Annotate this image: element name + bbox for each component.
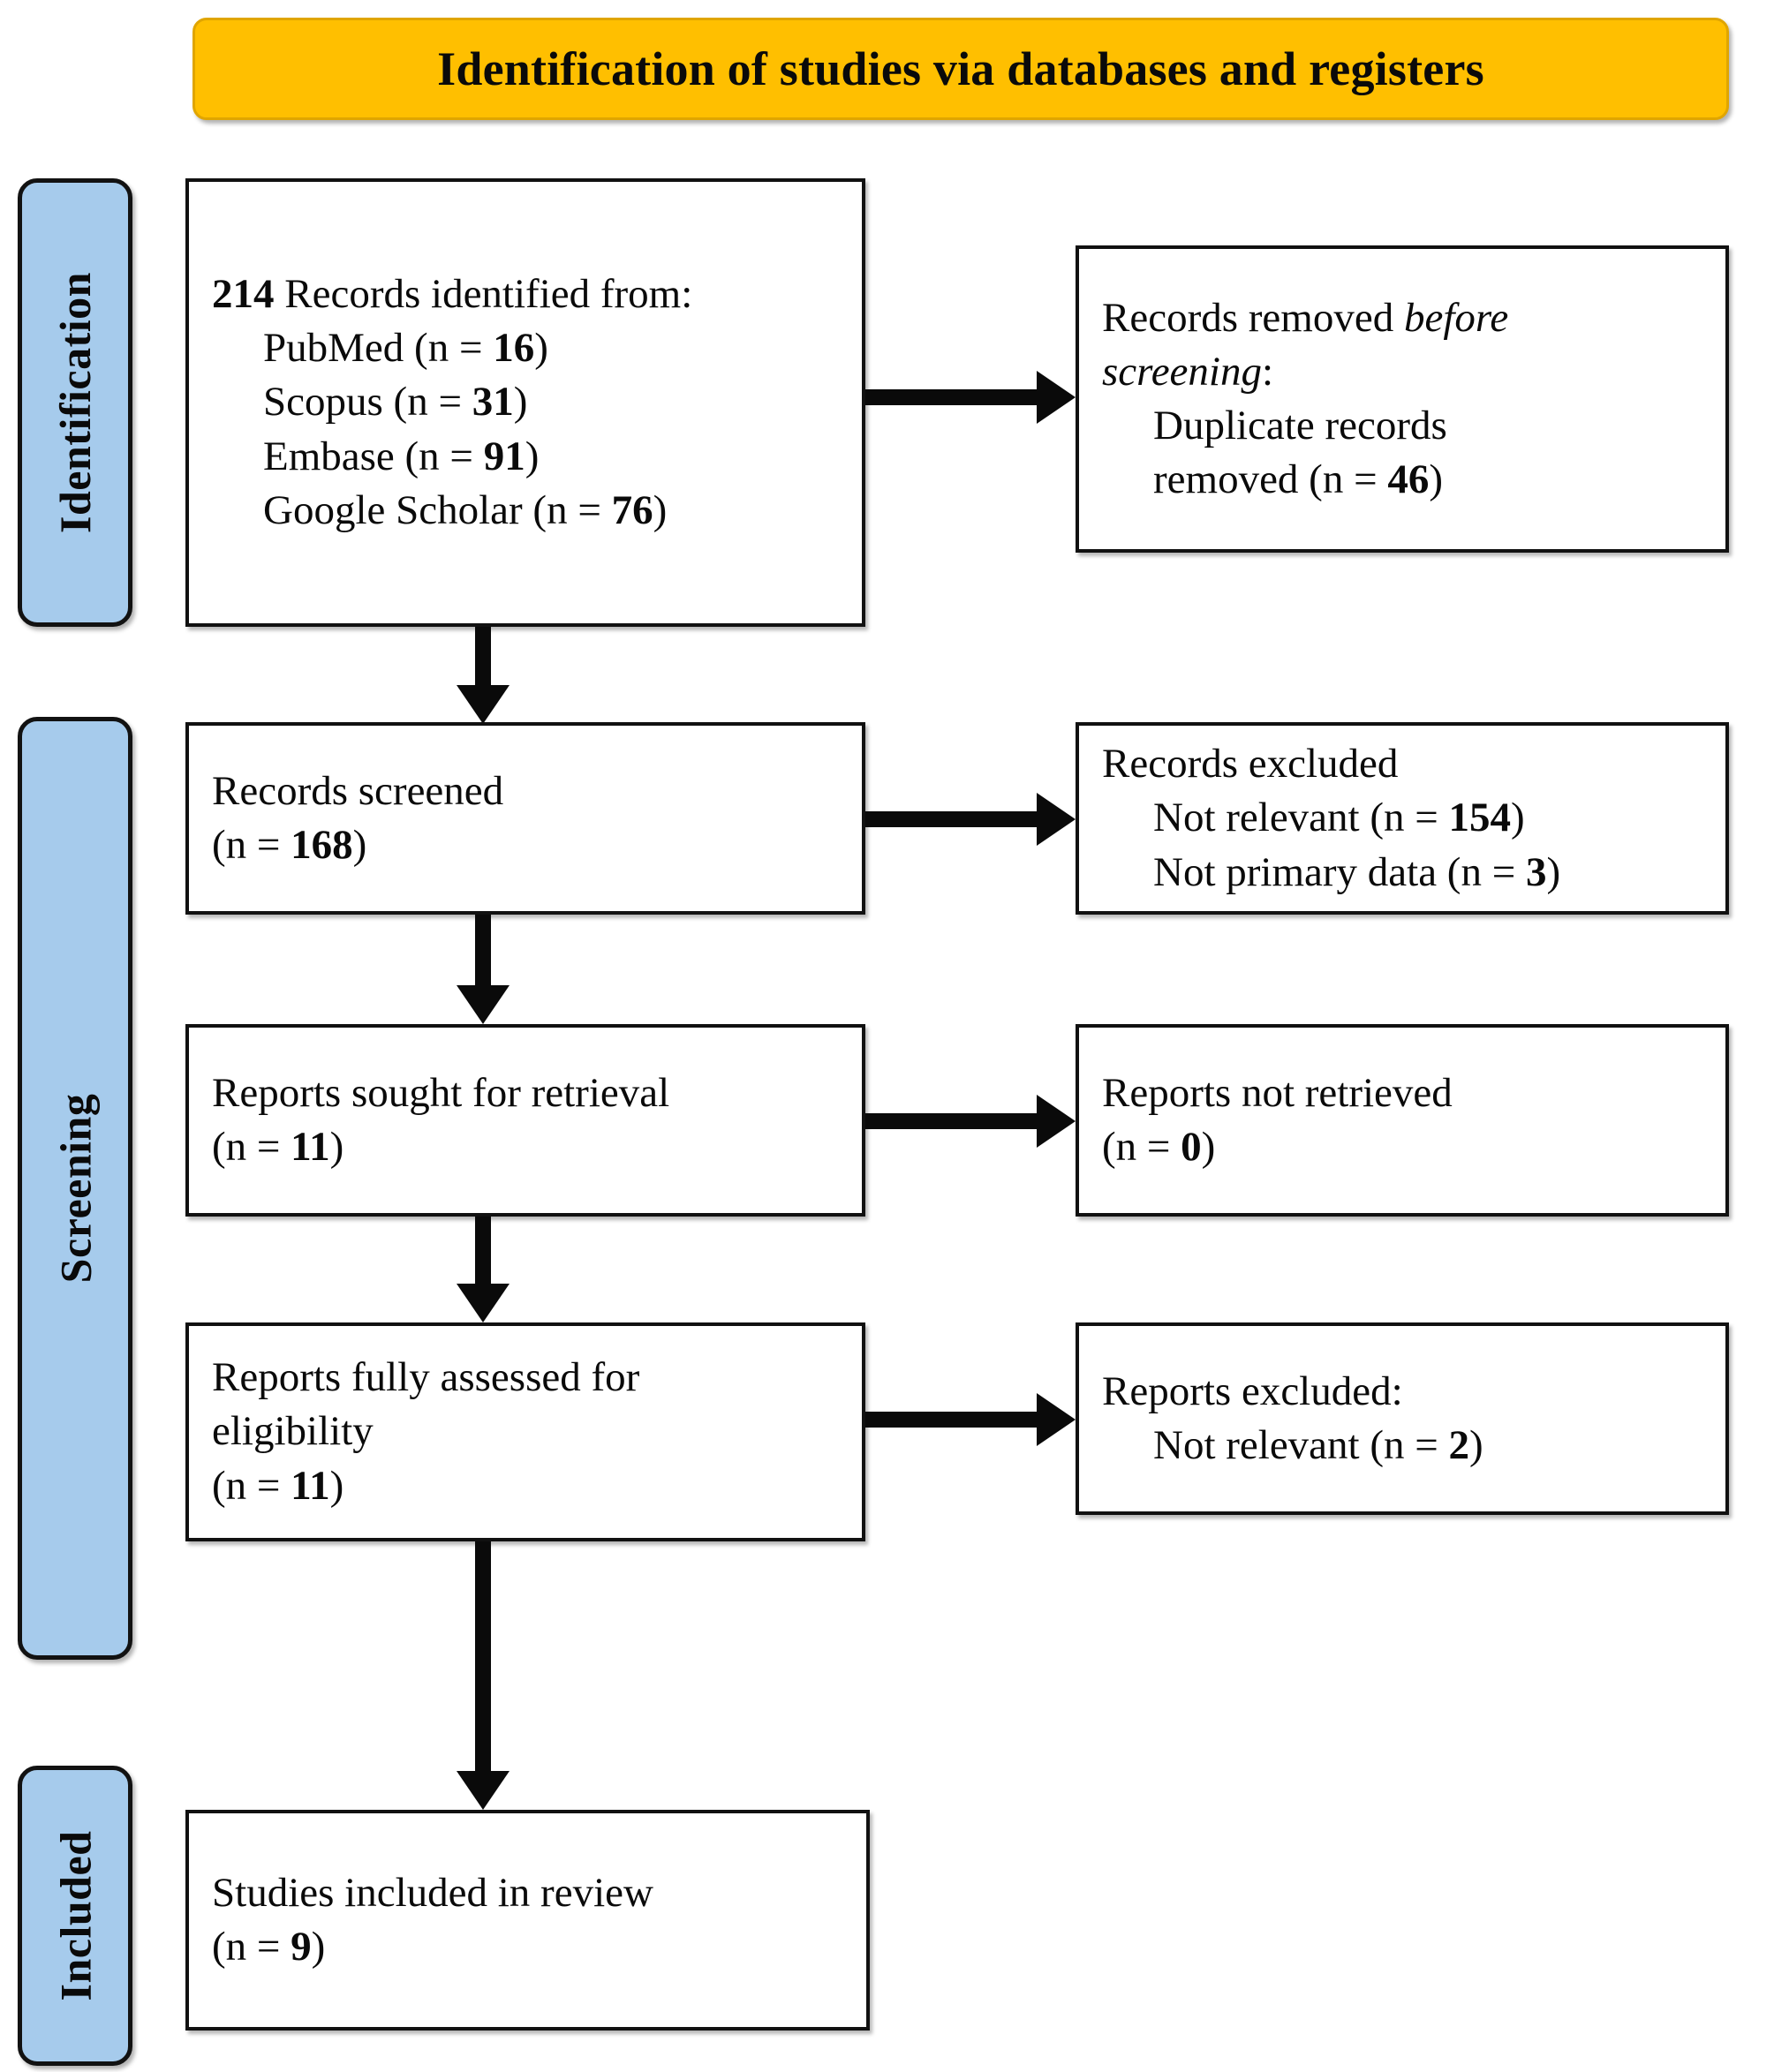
box-reports-sought-text: Reports sought for retrieval (n = 11)	[189, 1066, 862, 1174]
not-retrieved-n-prefix: (n =	[1102, 1124, 1181, 1170]
page-title: Identification of studies via databases …	[437, 42, 1484, 95]
box-reports-assessed-text: Reports fully assessed for eligibility (…	[189, 1351, 862, 1512]
removed-line2-colon: :	[1261, 348, 1274, 395]
box-records-screened: Records screened (n = 168)	[185, 722, 865, 915]
source-pubmed-label: PubMed (n =	[263, 325, 494, 372]
removed-line1-a: Records removed	[1102, 294, 1404, 341]
records-excluded-not-relevant-value: 154	[1448, 795, 1512, 841]
box-reports-assessed-eligibility: Reports fully assessed for eligibility (…	[185, 1322, 865, 1541]
sought-label: Reports sought for retrieval	[212, 1069, 670, 1116]
identified-total: 214	[212, 271, 275, 318]
box-records-removed-text: Records removed before screening: Duplic…	[1079, 291, 1725, 507]
stage-bar-screening: Screening	[18, 717, 132, 1660]
stage-label-included: Included	[50, 1830, 100, 2001]
included-label: Studies included in review	[212, 1869, 653, 1916]
source-scopus-label: Scopus (n =	[263, 379, 472, 426]
box-studies-included-text: Studies included in review (n = 9)	[189, 1866, 866, 1974]
box-records-excluded: Records excluded Not relevant (n = 154) …	[1076, 722, 1729, 915]
source-pubmed-value: 16	[493, 325, 535, 372]
source-embase-value: 91	[483, 433, 525, 479]
records-excluded-not-relevant-prefix: Not relevant (n =	[1153, 795, 1449, 841]
box-reports-sought-for-retrieval: Reports sought for retrieval (n = 11)	[185, 1024, 865, 1217]
included-n-value: 9	[291, 1924, 312, 1970]
removed-duplicate-value: 46	[1387, 456, 1430, 503]
stage-label-identification: Identification	[50, 272, 100, 533]
removed-duplicate-label: Duplicate records	[1153, 403, 1447, 448]
removed-duplicate-prefix: removed (n =	[1153, 456, 1388, 503]
source-embase-label: Embase (n =	[263, 433, 484, 479]
screened-n-value: 168	[291, 822, 353, 868]
box-reports-excluded-text: Reports excluded: Not relevant (n = 2)	[1079, 1365, 1725, 1473]
records-excluded-not-primary-prefix: Not primary data (n =	[1153, 848, 1526, 895]
screened-n-prefix: (n =	[212, 822, 291, 868]
records-excluded-not-primary-value: 3	[1525, 848, 1547, 895]
removed-line2-italic: screening	[1102, 348, 1262, 395]
reports-excluded-not-relevant-prefix: Not relevant (n =	[1153, 1422, 1449, 1468]
stage-label-screening: Screening	[50, 1093, 100, 1284]
not-retrieved-n-value: 0	[1181, 1124, 1202, 1170]
included-n-prefix: (n =	[212, 1924, 291, 1970]
reports-excluded-not-relevant-value: 2	[1448, 1422, 1470, 1468]
stage-bar-identification: Identification	[18, 178, 132, 627]
box-records-screened-text: Records screened (n = 168)	[189, 765, 862, 872]
removed-line1-italic: before	[1403, 294, 1509, 341]
not-retrieved-label: Reports not retrieved	[1102, 1069, 1453, 1116]
box-records-removed-before-screening: Records removed before screening: Duplic…	[1076, 245, 1729, 553]
box-reports-not-retrieved-text: Reports not retrieved (n = 0)	[1079, 1066, 1725, 1174]
eligibility-label-line1: Reports fully assessed for	[212, 1354, 640, 1401]
box-records-excluded-text: Records excluded Not relevant (n = 154) …	[1079, 737, 1725, 899]
box-records-identified: 214 Records identified from: PubMed (n =…	[185, 178, 865, 627]
box-reports-not-retrieved: Reports not retrieved (n = 0)	[1076, 1024, 1729, 1217]
eligibility-n-prefix: (n =	[212, 1462, 291, 1509]
reports-excluded-label: Reports excluded:	[1102, 1368, 1403, 1414]
source-google-scholar-value: 76	[611, 486, 653, 533]
eligibility-n-value: 11	[291, 1462, 330, 1509]
source-scopus-value: 31	[472, 379, 514, 426]
box-studies-included: Studies included in review (n = 9)	[185, 1810, 870, 2031]
identified-total-label: Records identified from:	[274, 271, 693, 318]
eligibility-label-line2: eligibility	[212, 1408, 374, 1455]
sought-n-value: 11	[291, 1124, 330, 1170]
box-reports-excluded: Reports excluded: Not relevant (n = 2)	[1076, 1322, 1729, 1515]
sought-n-prefix: (n =	[212, 1124, 291, 1170]
screened-label: Records screened	[212, 767, 504, 814]
source-google-scholar-label: Google Scholar (n =	[263, 486, 612, 533]
box-records-identified-text: 214 Records identified from: PubMed (n =…	[212, 271, 693, 533]
records-excluded-label: Records excluded	[1102, 741, 1399, 787]
stage-bar-included: Included	[18, 1766, 132, 2066]
header-banner: Identification of studies via databases …	[192, 18, 1729, 120]
